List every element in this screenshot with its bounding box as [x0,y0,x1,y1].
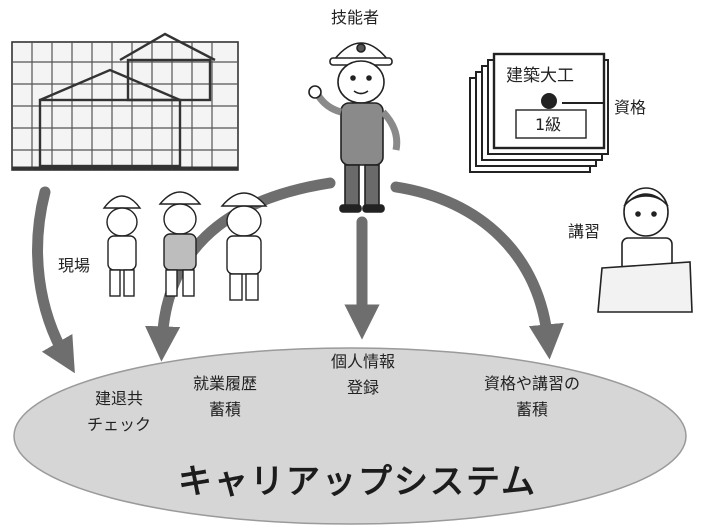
item-qualification-lecture-line2: 蓄積 [515,400,548,419]
item-kentaikyo-line2: チェック [86,415,151,434]
main-worker-illustration [308,42,401,213]
card-title: 建築大工 [506,66,574,86]
skilled-worker-label: 技能者 [331,8,380,27]
item-work-history-line1: 就業履歴 [192,374,257,393]
site-label: 現場 [58,256,91,275]
card-grade: 1級 [535,115,562,134]
item-personal-info: 個人情報 登録 [318,352,408,398]
qualification-card-illustration [469,52,609,173]
qualification-label: 資格 [614,98,647,117]
career-system-title: キャリアップシステム [178,462,537,502]
item-personal-info-line1: 個人情報 [330,352,395,371]
house-frame-illustration [11,32,239,171]
item-kentaikyo-line1: 建退共 [94,389,143,408]
flow-arrows [32,177,564,374]
item-personal-info-line2: 登録 [346,378,379,397]
arrow-site-to-kentaikyo [32,186,75,374]
item-work-history: 就業履歴 蓄積 [180,374,270,420]
lecture-person-illustration [597,187,693,313]
lecture-label: 講習 [568,222,601,241]
item-work-history-line2: 蓄積 [208,400,241,419]
item-qualification-lecture: 資格や講習の 蓄積 [462,374,602,420]
item-kentaikyo: 建退共 チェック [74,389,164,435]
arrow-to-qualification [390,181,564,360]
worker-group-illustration [102,191,268,301]
item-qualification-lecture-line1: 資格や講習の [483,374,580,393]
arrow-to-work-history [145,177,336,362]
career-system-ellipse [13,347,687,525]
